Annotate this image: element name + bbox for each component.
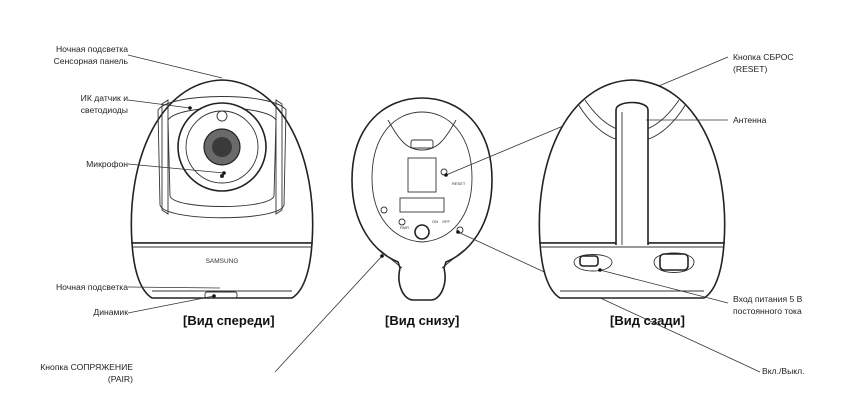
label-power-line2: постоянного тока: [733, 306, 802, 316]
brand-logo: SAMSUNG: [206, 258, 239, 265]
label-night-light-top: Ночная подсветка: [55, 44, 128, 54]
label-reset-line2: (RESET): [733, 64, 768, 74]
label-antenna: Антенна: [733, 115, 767, 125]
off-mark: OFF: [442, 219, 451, 224]
label-power-line1: Вход питания 5 В: [733, 294, 803, 304]
label-night-light-bottom: Ночная подсветка: [55, 282, 128, 292]
label-touch-panel: Сенсорная панель: [53, 56, 128, 66]
bottom-callout-lines: [274, 56, 761, 373]
caption-bottom-view: [Вид снизу]: [385, 313, 460, 328]
front-view-camera: [130, 79, 314, 299]
caption-front-view: [Вид спереди]: [183, 313, 275, 328]
front-callout-lines: [127, 54, 226, 314]
label-pair-line2: (PAIR): [107, 374, 133, 384]
reset-mark: RESET: [452, 181, 466, 186]
label-microphone: Микрофон: [86, 159, 128, 169]
caption-rear-view: [Вид сзади]: [610, 313, 685, 328]
label-reset-line1: Кнопка СБРОС: [733, 52, 794, 62]
label-speaker: Динамик: [93, 307, 128, 317]
label-pair-line1: Кнопка СОПРЯЖЕНИЕ: [40, 362, 133, 372]
rear-callout-lines: [598, 119, 729, 304]
bottom-view-camera: [351, 97, 493, 301]
on-mark: ON: [432, 219, 438, 224]
label-onoff: Вкл./Выкл.: [762, 366, 805, 376]
pair-mark: PAIR: [400, 225, 409, 230]
label-ir-sensor-line2: светодиоды: [80, 105, 128, 115]
rear-view-camera: [538, 79, 726, 299]
label-ir-sensor-line1: ИК датчик и: [80, 93, 128, 103]
